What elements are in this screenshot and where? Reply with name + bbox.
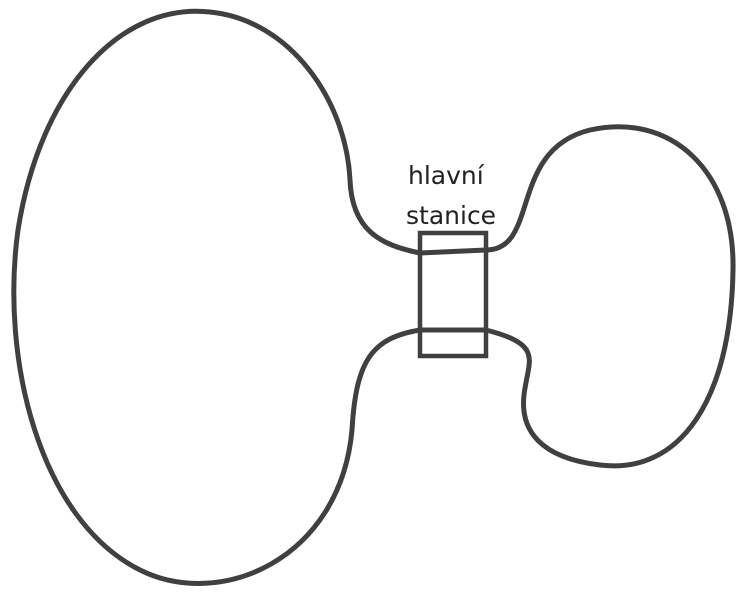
station-label-line2: stanice [406,201,496,230]
left-track-loop [11,8,423,586]
main-station-box [417,230,489,359]
right-track-loop [483,124,736,469]
station-label-line1: hlavní [408,161,485,190]
station-track-upper [417,247,489,256]
